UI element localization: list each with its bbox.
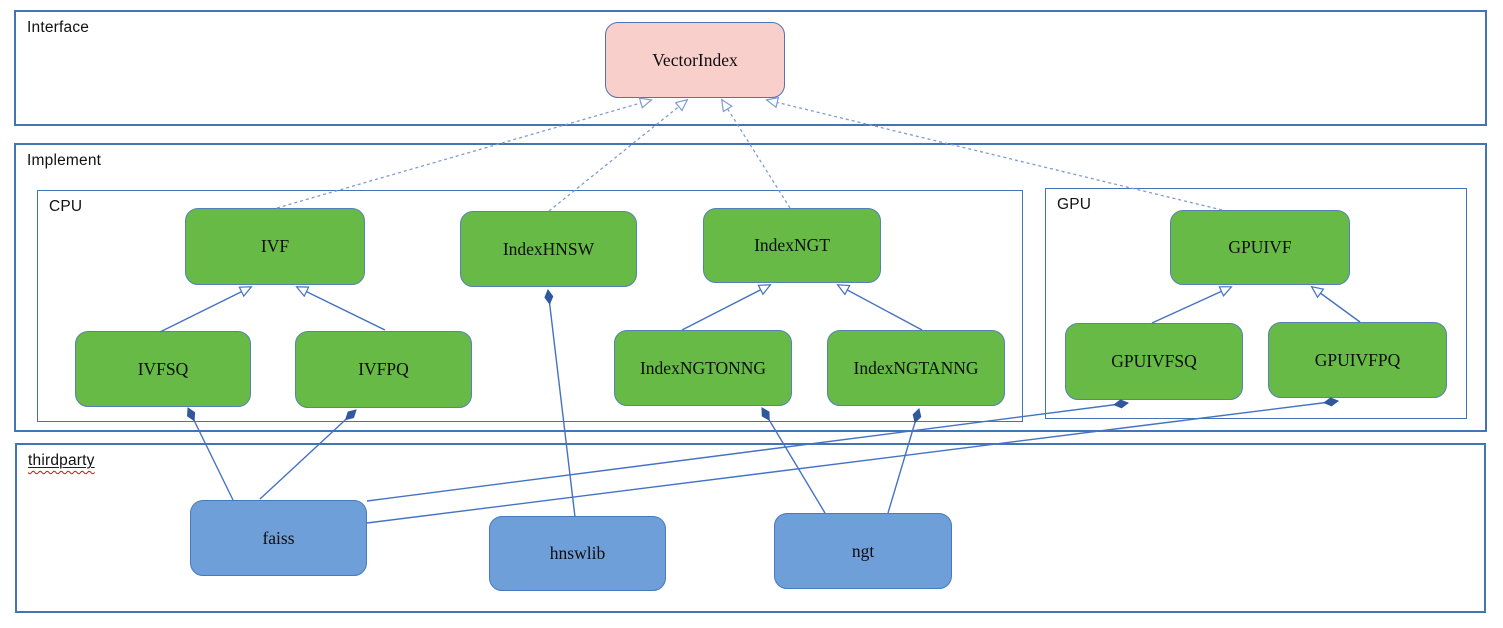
node-ivfsq: IVFSQ — [75, 331, 251, 407]
node-vectorindex: VectorIndex — [605, 22, 785, 98]
node-indexngtonng: IndexNGTONNG — [614, 330, 792, 406]
container-interface-label: Interface — [27, 19, 90, 36]
container-thirdparty-label: thirdparty — [28, 452, 95, 469]
node-indexhnsw-label: IndexHNSW — [502, 238, 595, 259]
node-gpuivf: GPUIVF — [1170, 210, 1350, 285]
node-gpuivfpq-label: GPUIVFPQ — [1314, 349, 1401, 370]
node-ivf: IVF — [185, 208, 365, 285]
node-ivfpq: IVFPQ — [295, 331, 472, 408]
node-indexngtonng-label: IndexNGTONNG — [639, 357, 767, 378]
container-gpu-label: GPU — [1057, 196, 1092, 213]
node-ivfpq-label: IVFPQ — [358, 359, 409, 379]
node-indexhnsw: IndexHNSW — [460, 211, 637, 287]
node-ivf-label: IVF — [260, 236, 290, 256]
node-indexngt: IndexNGT — [703, 208, 881, 283]
node-gpuivf-label: GPUIVF — [1228, 237, 1292, 257]
node-indexngt-label: IndexNGT — [754, 235, 830, 255]
node-faiss: faiss — [190, 500, 367, 576]
node-faiss-label: faiss — [262, 527, 295, 548]
node-vectorindex-label: VectorIndex — [652, 49, 738, 70]
node-hnswlib: hnswlib — [489, 516, 666, 591]
node-indexngtanng: IndexNGTANNG — [827, 330, 1005, 406]
node-gpuivfsq: GPUIVFSQ — [1065, 323, 1243, 400]
node-hnswlib-label: hnswlib — [549, 543, 606, 563]
node-ngt-label: ngt — [851, 540, 875, 561]
container-cpu-label: CPU — [49, 198, 83, 215]
node-ngt: ngt — [774, 513, 952, 589]
container-implement-label: Implement — [27, 152, 102, 169]
node-gpuivfsq-label: GPUIVFSQ — [1111, 351, 1197, 371]
node-indexngtanng-label: IndexNGTANNG — [853, 357, 979, 378]
node-gpuivfpq: GPUIVFPQ — [1268, 322, 1447, 398]
node-ivfsq-label: IVFSQ — [137, 358, 189, 379]
